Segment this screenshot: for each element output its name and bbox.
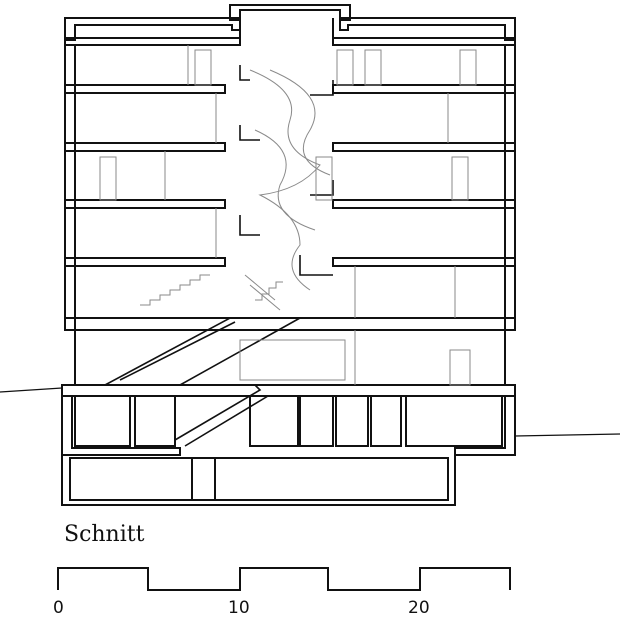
scale-bar bbox=[57, 567, 511, 591]
curved-stair-treads bbox=[239, 69, 346, 381]
basement-rooms bbox=[61, 395, 516, 456]
roof-parapet-left bbox=[64, 17, 241, 41]
doors bbox=[99, 49, 477, 386]
basement-level-2 bbox=[61, 455, 456, 506]
core-landings bbox=[239, 65, 334, 276]
lobby-volume bbox=[74, 329, 506, 386]
floor-slabs-left bbox=[64, 37, 241, 267]
roof-parapet-right bbox=[339, 17, 516, 41]
ground-slab bbox=[64, 317, 516, 331]
scale-label-0: 0 bbox=[53, 598, 64, 618]
floor-slabs-right bbox=[332, 37, 516, 267]
interior-partitions bbox=[164, 45, 456, 385]
terrain-line bbox=[0, 387, 620, 437]
scale-label-20: 20 bbox=[408, 598, 430, 618]
roof-penthouse bbox=[229, 4, 351, 21]
drawing-title: Schnitt bbox=[64, 522, 145, 547]
basement-slab bbox=[61, 384, 516, 397]
stair-steps bbox=[140, 274, 283, 306]
scale-label-10: 10 bbox=[228, 598, 250, 618]
